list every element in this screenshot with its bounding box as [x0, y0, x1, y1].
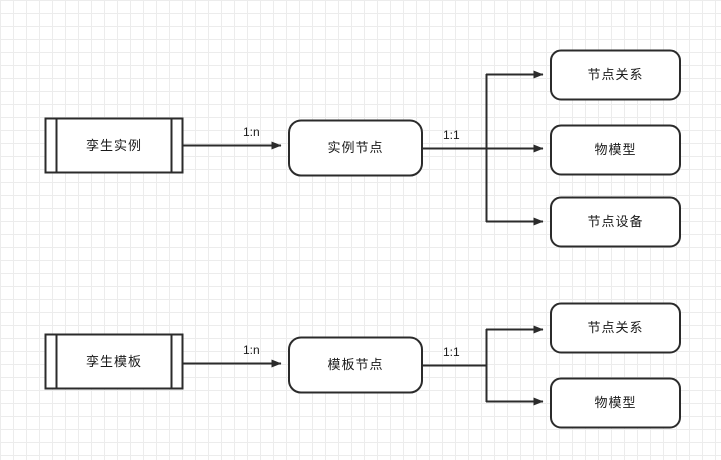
shape-node-device: [550, 196, 681, 248]
edge-fan-template-node: [422, 325, 544, 406]
shape-node-relation-1: [550, 49, 681, 101]
shape-template-node: [288, 336, 423, 394]
shape-thing-model-2: [550, 377, 681, 429]
shape-thing-model-1: [550, 124, 681, 176]
shape-twin-instance: [44, 117, 184, 174]
shape-instance-node: [288, 119, 423, 177]
shape-twin-template: [44, 333, 184, 390]
edge-fan-instance-node: [422, 70, 544, 226]
shape-node-relation-2: [550, 302, 681, 354]
